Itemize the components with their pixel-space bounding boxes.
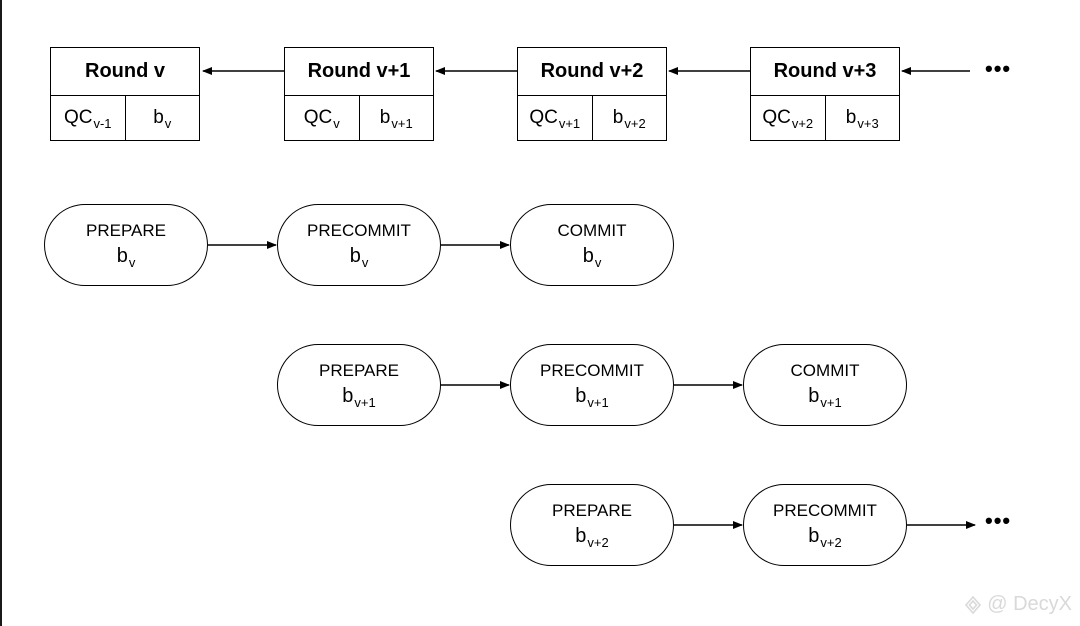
qc-subscript: v-1 xyxy=(93,115,112,131)
phase-label: PREPARE xyxy=(319,361,399,381)
round-title: Round v+1 xyxy=(285,48,433,96)
prepare-node-v-plus-2: PREPARE bv+2 xyxy=(510,484,674,566)
block-subscript: v+3 xyxy=(857,115,879,131)
watermark-text: @ DecyX xyxy=(987,593,1072,615)
block-subscript: v+2 xyxy=(624,115,646,131)
watermark-logo-icon xyxy=(965,595,982,614)
qc-subscript: v+2 xyxy=(791,115,814,131)
phase-label: PREPARE xyxy=(552,501,632,521)
qc-subscript: v+1 xyxy=(558,115,581,131)
block-ref: bv xyxy=(116,244,136,270)
precommit-node-v-plus-2: PRECOMMIT bv+2 xyxy=(743,484,907,566)
block-subscript: v+1 xyxy=(391,115,413,131)
watermark: @ DecyX xyxy=(963,593,1072,616)
round-title: Round v+2 xyxy=(518,48,666,96)
qc-label: QC xyxy=(303,107,333,128)
phase-label: PRECOMMIT xyxy=(773,501,877,521)
phase-label: PREPARE xyxy=(86,221,166,241)
commit-node-v-plus-1: COMMIT bv+1 xyxy=(743,344,907,426)
block-subscript: v xyxy=(164,115,172,131)
qc-label: QC xyxy=(63,107,93,128)
phase-label: COMMIT xyxy=(790,361,860,381)
round-title: Round v xyxy=(51,48,199,96)
precommit-node-v: PRECOMMIT bv xyxy=(277,204,441,286)
block-ref: bv+2 xyxy=(808,524,842,550)
block-ref: bv+1 xyxy=(575,384,609,410)
qc-label: QC xyxy=(762,107,791,128)
block-ref: bv xyxy=(582,244,602,270)
qc-subscript: v xyxy=(333,115,340,131)
phase-label: PRECOMMIT xyxy=(540,361,644,381)
phase-label: COMMIT xyxy=(557,221,627,241)
block-ref: bv+2 xyxy=(575,524,609,550)
precommit-node-v-plus-1: PRECOMMIT bv+1 xyxy=(510,344,674,426)
block-label: b xyxy=(379,107,391,128)
block-label: b xyxy=(153,107,164,128)
prepare-node-v: PREPARE bv xyxy=(44,204,208,286)
phase-label: PRECOMMIT xyxy=(307,221,411,241)
commit-node-v: COMMIT bv xyxy=(510,204,674,286)
left-border xyxy=(0,0,2,626)
qc-label: QC xyxy=(529,107,558,128)
round-title: Round v+3 xyxy=(751,48,899,96)
block-ref: bv+1 xyxy=(342,384,376,410)
block-ref: bv xyxy=(349,244,369,270)
block-label: b xyxy=(845,107,857,128)
block-label: b xyxy=(612,107,624,128)
prepare-node-v-plus-1: PREPARE bv+1 xyxy=(277,344,441,426)
block-ref: bv+1 xyxy=(808,384,842,410)
more-phases-ellipsis: ••• xyxy=(985,508,1012,533)
more-rounds-ellipsis: ••• xyxy=(985,56,1012,81)
